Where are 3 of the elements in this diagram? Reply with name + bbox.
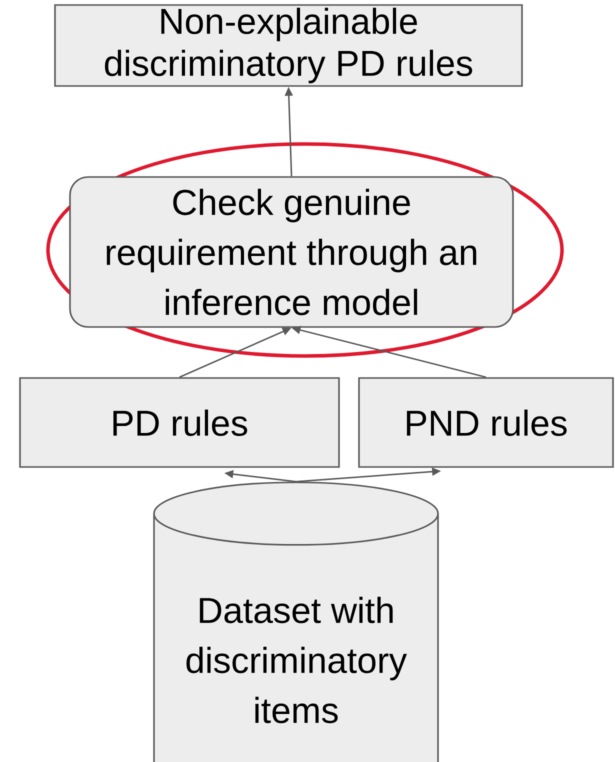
- result-box: Non-explainable discriminatory PD rules: [54, 4, 523, 87]
- database-cylinder: Dataset with discriminatory items: [153, 482, 439, 762]
- process-box: Check genuine requirement through an inference model: [69, 176, 514, 328]
